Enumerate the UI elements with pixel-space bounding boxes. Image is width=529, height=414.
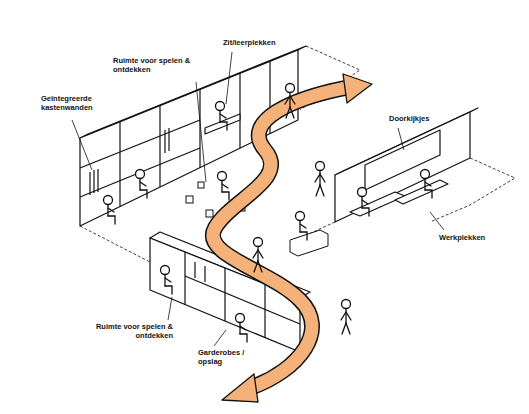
callout-label: Zit/leerplekken bbox=[222, 38, 277, 47]
people bbox=[104, 84, 433, 343]
arrowhead bbox=[343, 74, 372, 103]
coat-hook bbox=[194, 262, 195, 278]
divider bbox=[239, 73, 240, 148]
person bbox=[104, 196, 116, 225]
arrowhead bbox=[222, 374, 258, 402]
callout-label: Ruimte voor spelen & ontdekken bbox=[88, 322, 174, 340]
leader-lines bbox=[72, 52, 444, 346]
divider bbox=[224, 268, 225, 321]
callout-label: Geïntegreerde kastenwanden bbox=[40, 94, 102, 112]
block bbox=[186, 196, 193, 203]
book bbox=[89, 172, 90, 195]
divider bbox=[184, 252, 185, 305]
person bbox=[136, 170, 148, 199]
divider bbox=[159, 106, 160, 187]
callout-label: Ruimte voor spelen & ontdekken bbox=[112, 56, 198, 74]
bench bbox=[205, 114, 240, 134]
leader-line bbox=[226, 52, 232, 104]
divider bbox=[264, 284, 265, 338]
cabinet-wall bbox=[80, 46, 306, 226]
book bbox=[97, 169, 98, 192]
work-wall bbox=[335, 108, 478, 222]
person bbox=[315, 162, 325, 197]
leader-line bbox=[430, 212, 444, 230]
desk bbox=[350, 192, 405, 216]
callout-label: Werkplekken bbox=[438, 233, 486, 242]
person bbox=[253, 238, 263, 273]
block bbox=[206, 210, 213, 217]
book bbox=[164, 130, 165, 153]
window bbox=[365, 130, 440, 190]
floor-edge bbox=[80, 226, 150, 262]
person bbox=[341, 300, 351, 335]
route-outline bbox=[213, 88, 345, 388]
book bbox=[168, 128, 169, 151]
desk bbox=[395, 180, 448, 204]
person bbox=[358, 188, 370, 217]
person bbox=[421, 170, 433, 199]
divider bbox=[119, 122, 120, 207]
coat-hook bbox=[204, 266, 205, 282]
callout-label: Garderobes / opslag bbox=[197, 348, 255, 366]
leader-line bbox=[196, 82, 206, 182]
leader-line bbox=[72, 120, 92, 170]
person bbox=[285, 84, 295, 119]
seat bbox=[290, 230, 328, 256]
person bbox=[236, 314, 248, 343]
shelf bbox=[80, 120, 200, 168]
person bbox=[161, 266, 173, 295]
person bbox=[296, 212, 308, 241]
shelf bbox=[80, 148, 200, 197]
leader-line bbox=[214, 330, 226, 346]
leader-line bbox=[168, 297, 172, 320]
callout-label: Doorkijkjes bbox=[388, 114, 430, 123]
route-fill bbox=[213, 88, 345, 388]
book bbox=[93, 170, 94, 193]
block bbox=[198, 182, 204, 188]
wall-front bbox=[335, 112, 470, 222]
floor-outline bbox=[80, 46, 515, 262]
person bbox=[218, 172, 230, 201]
leader-line bbox=[398, 128, 404, 150]
person bbox=[216, 102, 228, 131]
